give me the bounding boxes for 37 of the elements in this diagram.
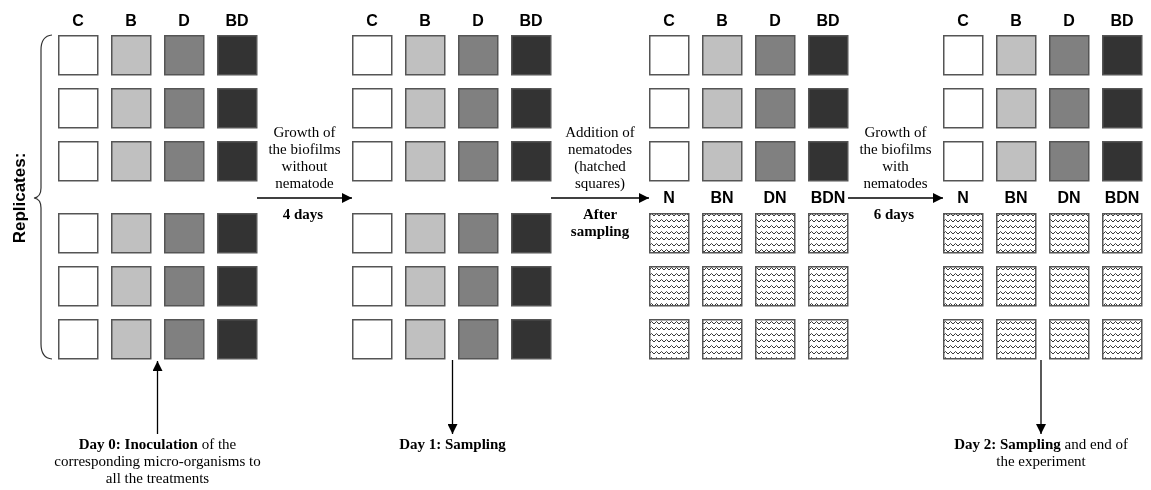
axis-label: Replicates: [9, 152, 30, 244]
column-header: DN [762, 189, 788, 207]
column-header: C [365, 12, 379, 30]
column-header: BDN [1103, 189, 1141, 207]
column-header: BN [709, 189, 735, 207]
column-header: B [418, 12, 432, 30]
column-header: BD [224, 12, 250, 30]
column-header: BD [815, 12, 841, 30]
arrow [447, 359, 458, 435]
step-description: Day 2: Sampling and end of the experiment [945, 436, 1137, 470]
column-header: D [768, 12, 782, 30]
column-header: D [1062, 12, 1076, 30]
column-header: BDN [809, 189, 847, 207]
duration-label: 6 days [872, 206, 916, 223]
step-description: Day 0: Inoculation of the corresponding micro-organisms to all the treatments [50, 436, 265, 487]
column-header: N [956, 189, 970, 207]
column-header: C [956, 12, 970, 30]
column-header: BN [1003, 189, 1029, 207]
arrow [847, 193, 944, 203]
arrow [1036, 359, 1046, 435]
duration-label: After sampling [569, 206, 631, 240]
column-header: C [71, 12, 85, 30]
column-header: BD [518, 12, 544, 30]
arrow [152, 360, 163, 435]
arrow [550, 193, 650, 203]
column-header: BD [1109, 12, 1135, 30]
column-header: N [662, 189, 676, 207]
column-header: D [471, 12, 485, 30]
column-header: B [1009, 12, 1023, 30]
column-header: D [177, 12, 191, 30]
column-header: B [124, 12, 138, 30]
column-header: DN [1056, 189, 1082, 207]
duration-label: 4 days [281, 206, 325, 223]
step-description: Day 1: Sampling [370, 436, 535, 453]
column-header: B [715, 12, 729, 30]
column-header: C [662, 12, 676, 30]
arrow [256, 193, 353, 203]
